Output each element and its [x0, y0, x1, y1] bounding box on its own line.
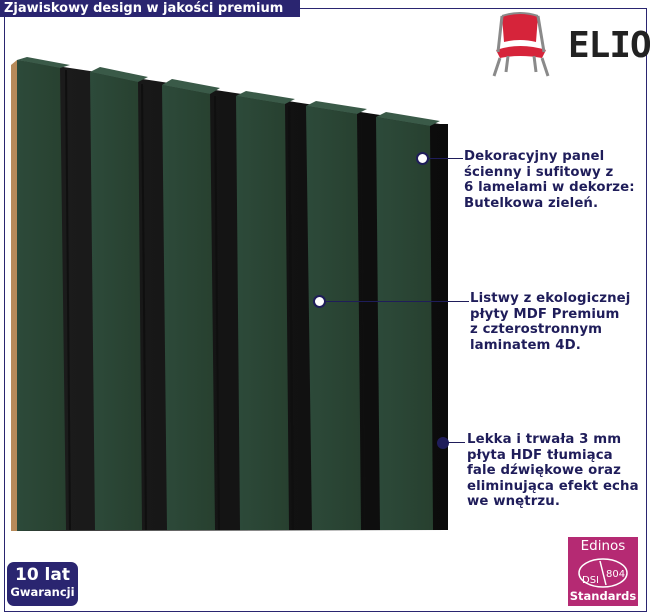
- cert-brand: Edinos: [580, 538, 626, 554]
- annotation-marker-1: [416, 152, 429, 165]
- lamella: [306, 101, 367, 530]
- lamella: [90, 67, 148, 530]
- content-frame: [4, 8, 647, 612]
- cert-standards: Standards: [569, 589, 637, 603]
- annotation-leader-1: [429, 158, 463, 159]
- certification-badge: Edinos DSI 804 Standards: [568, 537, 638, 606]
- panel-illustration: [11, 57, 448, 531]
- annotation-mdf: Listwy z ekologicznej płyty MDF Premium …: [470, 291, 631, 353]
- annotation-panel: Dekoracyjny panel ścienny i sufitowy z 6…: [464, 149, 635, 211]
- annotation-leader-2: [326, 301, 469, 302]
- cert-code-left: DSI: [582, 575, 599, 586]
- annotation-hdf: Lekka i trwała 3 mm płyta HDF tłumiąca f…: [467, 432, 639, 510]
- wood-edge: [11, 60, 17, 531]
- warranty-label: Gwarancji: [10, 585, 75, 599]
- warranty-years: 10 lat: [14, 565, 70, 585]
- lamella: [236, 91, 295, 530]
- brand-logo: ELIOR: [568, 25, 650, 66]
- frame-top-border: [300, 8, 647, 9]
- page-title: Zjawiskowy design w jakości premium: [0, 0, 300, 17]
- annotation-leader-3: [447, 442, 465, 443]
- chair-icon: [492, 12, 550, 77]
- lamella: [376, 112, 440, 530]
- cert-seal-icon: DSI 804: [578, 558, 628, 588]
- warranty-badge: 10 lat Gwarancji: [7, 562, 78, 606]
- annotation-marker-2: [313, 295, 326, 308]
- cert-code-right: 804: [606, 569, 625, 580]
- lamella: [17, 57, 70, 531]
- lamella: [162, 79, 220, 530]
- annotation-marker-3: [437, 437, 449, 449]
